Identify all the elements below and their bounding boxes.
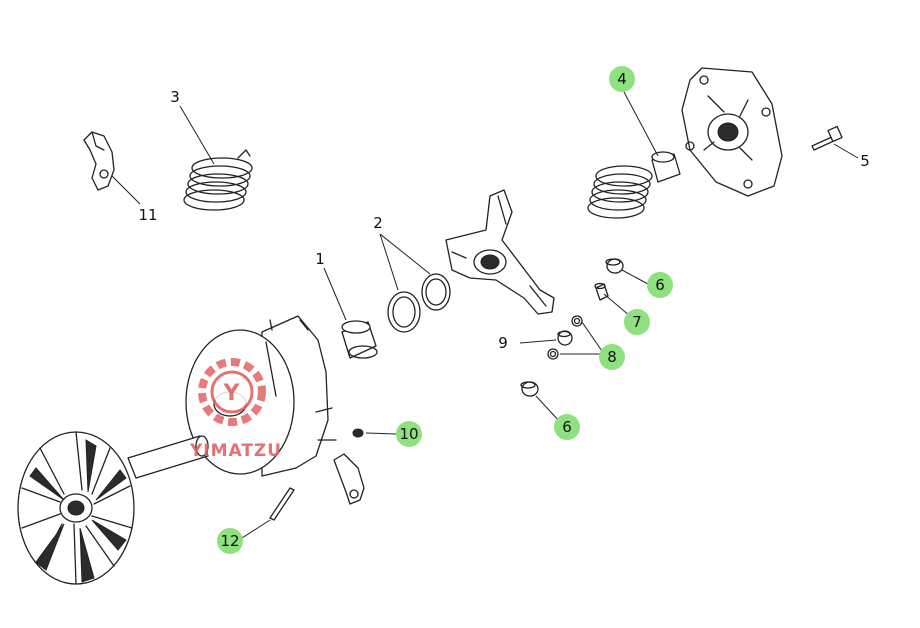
part-6-roller-top bbox=[605, 258, 624, 274]
part-4-bushing bbox=[651, 151, 681, 183]
watermark-mark: Y bbox=[223, 381, 241, 406]
part-10-nut bbox=[352, 428, 364, 438]
part-8-washers bbox=[547, 315, 583, 360]
part-9-roller bbox=[557, 330, 573, 346]
part-2-washers bbox=[387, 273, 451, 333]
watermark-text: YIMATZU bbox=[189, 441, 282, 461]
leader-lines bbox=[111, 91, 859, 539]
part-6-roller-bottom bbox=[520, 381, 539, 397]
callout-1: 1 bbox=[315, 250, 325, 268]
part-11-weight-arm bbox=[83, 131, 115, 191]
part-1-bushing bbox=[341, 320, 378, 359]
fixed-sheave-shaft bbox=[17, 431, 209, 585]
spring-right bbox=[587, 165, 653, 219]
callout-12: 12 bbox=[220, 532, 239, 550]
callout-8: 8 bbox=[607, 348, 617, 366]
callout-9: 9 bbox=[498, 334, 508, 352]
part-5-bolt bbox=[811, 125, 843, 151]
part-3-spring bbox=[183, 149, 253, 211]
callout-10: 10 bbox=[399, 425, 418, 443]
clutch-cover bbox=[681, 67, 783, 197]
yimatzu-watermark: Y YIMATZU bbox=[189, 358, 282, 461]
callout-badges bbox=[217, 66, 673, 554]
callout-3: 3 bbox=[170, 88, 180, 106]
callout-6-bottom: 6 bbox=[562, 418, 572, 436]
callout-7: 7 bbox=[632, 313, 642, 331]
spider-assembly bbox=[445, 189, 555, 315]
callout-4: 4 bbox=[617, 70, 627, 88]
callout-2: 2 bbox=[373, 214, 383, 232]
part-7-pin bbox=[594, 282, 609, 301]
callout-labels: 3 2 1 4 5 11 6 7 8 9 6 10 12 bbox=[138, 70, 869, 550]
callout-6-top: 6 bbox=[655, 276, 665, 294]
callout-5: 5 bbox=[860, 152, 870, 170]
weight-arm-lower bbox=[333, 453, 365, 505]
part-12-pin bbox=[269, 487, 295, 521]
callout-11: 11 bbox=[138, 206, 157, 224]
